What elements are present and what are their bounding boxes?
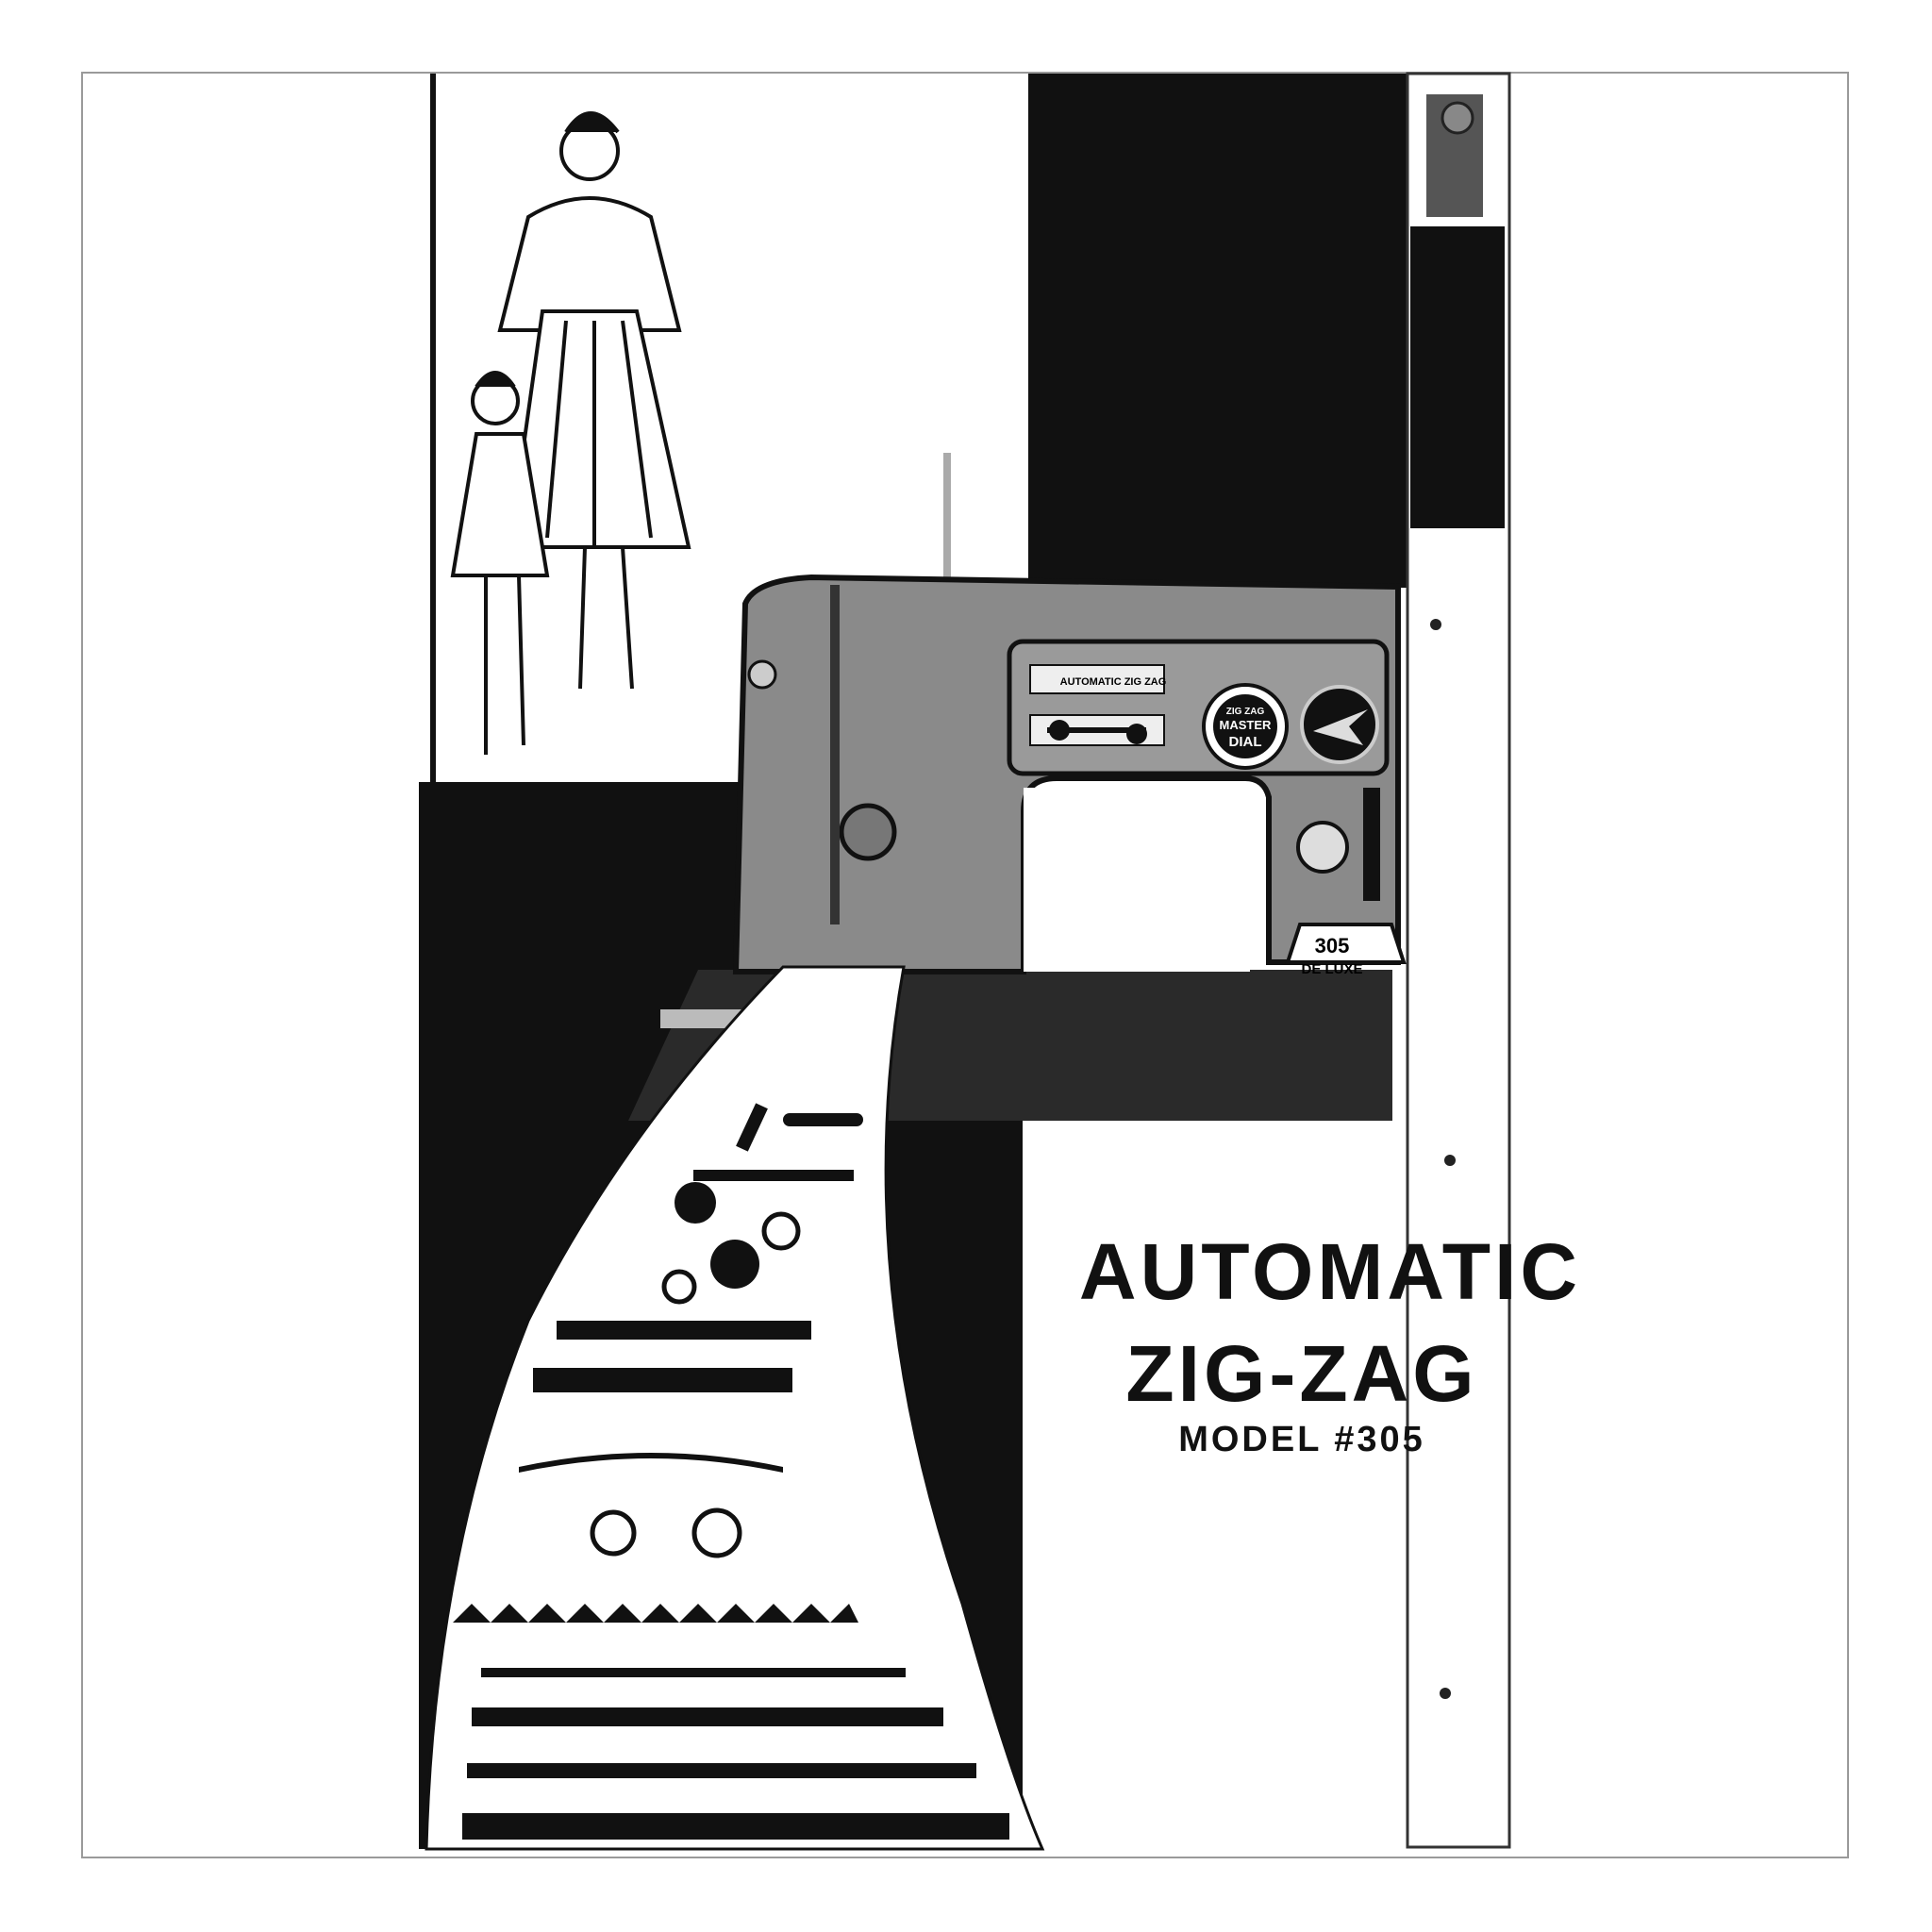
page-frame [81,72,1849,1858]
handwheel-knob [839,803,897,861]
tension-knob [1296,821,1349,874]
badge-number: 305 [1315,934,1350,958]
fabric-sample-strip [425,965,1045,1851]
woman-and-child-illustration [450,111,691,755]
stitch-selector-plate [1029,664,1165,694]
dial-label-top: ZIG ZAG [1226,707,1265,717]
cover-title-line2: ZIG-ZAG [1125,1329,1478,1418]
machine-arm-opening [1024,788,1250,972]
dial-label-middle: MASTER [1220,718,1273,732]
model-number: MODEL #305 [1178,1420,1425,1459]
selector-plate-label: AUTOMATIC ZIG ZAG [1060,676,1167,688]
dial-label-bottom: DIAL [1229,734,1262,750]
cover-title-line1: AUTOMATIC [1078,1227,1582,1316]
model-badge [1285,923,1407,964]
sewing-machine: AUTOMATIC ZIG ZAG ZIG ZAG MASTER DIAL 30… [732,453,1407,977]
black-backdrop-top [1028,74,1415,588]
badge-text: DE LUXE [1301,961,1362,977]
stitch-samples [453,1103,1009,1840]
